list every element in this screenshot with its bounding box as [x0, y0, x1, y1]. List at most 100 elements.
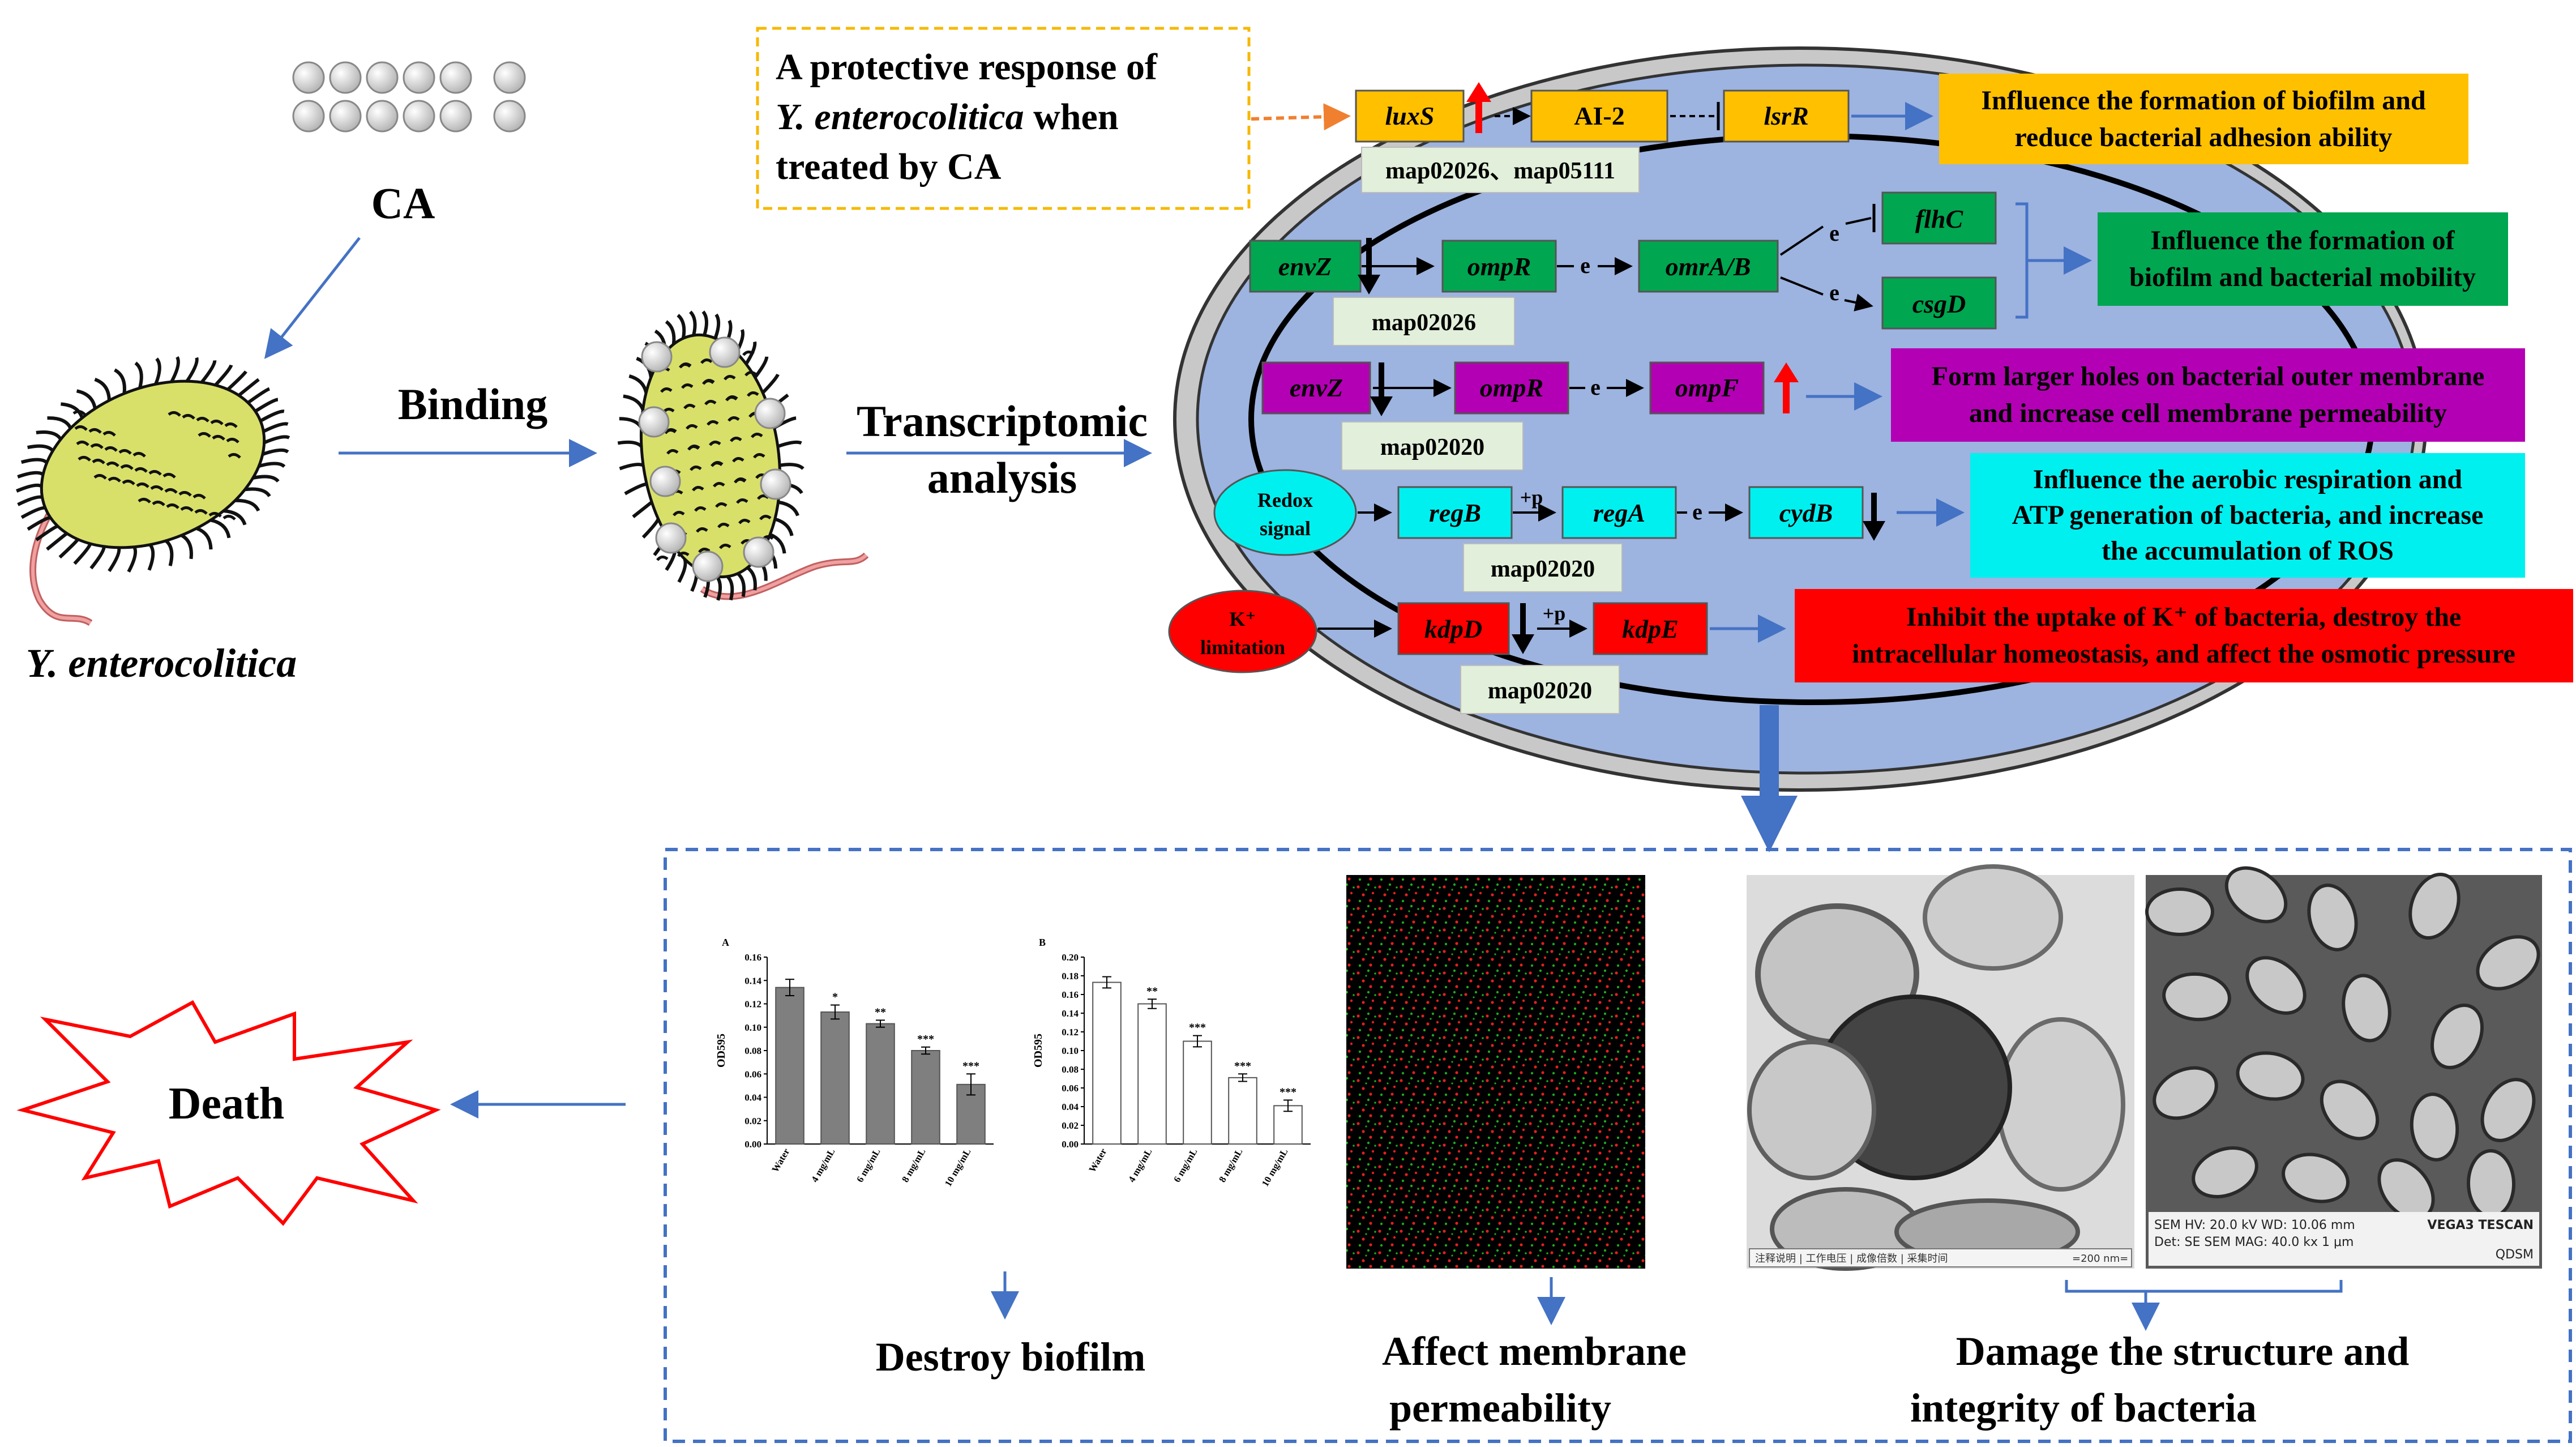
- ca-label: CA: [371, 178, 435, 228]
- effect-qs-1: Influence the formation of biofilm and: [1981, 86, 2426, 116]
- bacteria-label: Y. enterocolitica: [26, 641, 297, 686]
- tem-scale: =200 nm=: [2072, 1253, 2128, 1265]
- note-species: Y. enterocolitica: [776, 96, 1024, 138]
- e-mobility-1: e: [1580, 253, 1590, 278]
- gene-lsrR: lsrR: [1764, 101, 1808, 130]
- y-tick-label: 0.12: [1062, 1027, 1079, 1038]
- damage-label-2: integrity of bacteria: [1910, 1385, 2257, 1431]
- effect-redox-3: the accumulation of ROS: [2102, 536, 2394, 566]
- gene-envZ-1: envZ: [1278, 252, 1332, 281]
- y-tick-label: 0.02: [744, 1116, 761, 1126]
- y-tick-label: 0.04: [1062, 1102, 1079, 1112]
- y-tick-label: 0.14: [744, 975, 761, 986]
- map-permeability: map02020: [1380, 434, 1484, 460]
- redox-signal-1: Redox: [1257, 489, 1313, 511]
- bar: [1137, 1003, 1167, 1145]
- x-tick-label: 6 mg/mL: [854, 1147, 882, 1184]
- y-tick-label: 0.08: [744, 1045, 761, 1056]
- y-tick-label: 0.00: [1062, 1139, 1079, 1150]
- x-tick-label: Water: [1086, 1146, 1109, 1174]
- x-tick-label: 4 mg/mL: [1126, 1147, 1154, 1184]
- transcriptomic-label-2: analysis: [927, 453, 1077, 502]
- gene-regB: regB: [1429, 498, 1481, 527]
- molecule-AI-2: AI-2: [1574, 101, 1624, 130]
- y-tick-label: 0.10: [744, 1022, 761, 1033]
- gene-ompF: ompF: [1675, 373, 1739, 402]
- biofilm-chart-b: B0.000.020.040.060.080.100.120.140.160.1…: [1032, 937, 1311, 1188]
- protective-response-note: A protective response of Y. enterocoliti…: [756, 27, 1251, 210]
- map-redox: map02020: [1491, 556, 1595, 582]
- ca-to-bacteria-arrow: [264, 237, 361, 359]
- biofilm-chart-a: A0.000.020.040.060.080.100.120.140.16OD5…: [715, 937, 994, 1188]
- significance-label: **: [875, 1006, 886, 1018]
- bar: [820, 1011, 850, 1145]
- pathway-permeability: envZ ompR e ompF map02020 Form larger ho…: [1261, 348, 2525, 471]
- e-redox: e: [1692, 499, 1702, 524]
- damage-label-1: Damage the structure and: [1956, 1329, 2410, 1374]
- chart-panel-label: B: [1039, 937, 1046, 948]
- significance-label: ***: [917, 1033, 934, 1045]
- significance-label: *: [832, 991, 838, 1004]
- significance-label: ***: [1280, 1086, 1296, 1098]
- pathway-quorum-sensing: luxS AI-2 lsrR map02026、map05111 Influen…: [1355, 74, 2468, 193]
- binding-label: Binding: [398, 379, 548, 429]
- y-tick-label: 0.16: [1062, 989, 1079, 1000]
- destroy-biofilm-label: Destroy biofilm: [876, 1334, 1146, 1380]
- bar: [1092, 981, 1122, 1145]
- gene-omrAB: omrA/B: [1666, 252, 1751, 281]
- up-arrow-head-luxS: [1466, 82, 1491, 102]
- k-signal-1: K⁺: [1229, 608, 1256, 630]
- x-tick-label: 10 mg/mL: [943, 1147, 973, 1189]
- map-qs: map02026、map05111: [1385, 158, 1615, 184]
- redox-signal-2: signal: [1260, 517, 1311, 540]
- pathway-potassium: K⁺ limitation kdpD +p kdpE map02020 Inhi…: [1168, 589, 2573, 714]
- plus-p-redox: +p: [1520, 486, 1543, 509]
- membrane-label-1: Affect membrane: [1382, 1329, 1687, 1374]
- y-tick-label: 0.18: [1062, 971, 1079, 981]
- significance-label: **: [1146, 985, 1158, 997]
- pathway-redox: Redox signal regB +p regA e cydB map0202…: [1213, 453, 2525, 592]
- y-tick-label: 0.14: [1062, 1008, 1079, 1019]
- sem-brand: VEGA3 TESCAN: [2427, 1218, 2534, 1232]
- bar: [1228, 1077, 1257, 1145]
- up-arrow-ompF: [1774, 362, 1799, 382]
- effect-redox-1: Influence the aerobic respiration and: [2033, 464, 2463, 494]
- fluorescence-micrograph: [1346, 875, 1645, 1269]
- gene-kdpD: kdpD: [1424, 614, 1482, 643]
- y-tick-label: 0.02: [1062, 1120, 1079, 1131]
- significance-label: ***: [1189, 1022, 1206, 1034]
- effect-qs-2: reduce bacterial adhesion ability: [2014, 122, 2392, 152]
- note-line-2: Y. enterocolitica when: [776, 96, 1119, 138]
- k-signal-2: limitation: [1200, 636, 1285, 659]
- significance-label: ***: [962, 1060, 979, 1072]
- membrane-label-2: permeability: [1389, 1385, 1611, 1431]
- y-axis-label: OD595: [1032, 1034, 1045, 1068]
- effect-mobility-1: Influence the formation of: [2150, 225, 2455, 255]
- effect-potassium-2: intracellular homeostasis, and affect th…: [1852, 639, 2515, 669]
- gene-ompR-1: ompR: [1467, 252, 1531, 281]
- ca-molecules: [292, 61, 526, 133]
- x-tick-label: Water: [769, 1146, 791, 1174]
- bar: [1273, 1105, 1303, 1145]
- sem-micrograph: SEM HV: 20.0 kV WD: 10.06 mm Det: SE SEM…: [2145, 866, 2542, 1269]
- y-tick-label: 0.10: [1062, 1045, 1079, 1056]
- e-mobility-2: e: [1829, 220, 1839, 246]
- map-mobility: map02026: [1372, 310, 1476, 336]
- x-tick-label: 4 mg/mL: [809, 1147, 837, 1184]
- gene-regA: regA: [1593, 498, 1645, 527]
- sem-info-1: SEM HV: 20.0 kV WD: 10.06 mm: [2154, 1218, 2355, 1232]
- plus-p-k: +p: [1543, 602, 1566, 625]
- effect-potassium-1: Inhibit the uptake of K⁺ of bacteria, de…: [1906, 602, 2461, 632]
- gene-envZ-2: envZ: [1290, 373, 1343, 402]
- effect-permeability-2: and increase cell membrane permeability: [1969, 398, 2447, 428]
- x-tick-label: 8 mg/mL: [900, 1147, 927, 1184]
- gene-luxS: luxS: [1385, 101, 1435, 130]
- gene-kdpE: kdpE: [1622, 614, 1679, 643]
- y-axis-label: OD595: [715, 1034, 728, 1068]
- effect-permeability-1: Form larger holes on bacterial outer mem…: [1932, 361, 2485, 391]
- death-burst: Death: [16, 1000, 441, 1226]
- pathway-mobility: envZ ompR e omrA/B e e flhC csgD map0202…: [1249, 191, 2508, 346]
- note-line-3: treated by CA: [776, 146, 1002, 187]
- note-line-1: A protective response of: [776, 46, 1158, 88]
- damage-bracket: [2065, 1280, 2343, 1293]
